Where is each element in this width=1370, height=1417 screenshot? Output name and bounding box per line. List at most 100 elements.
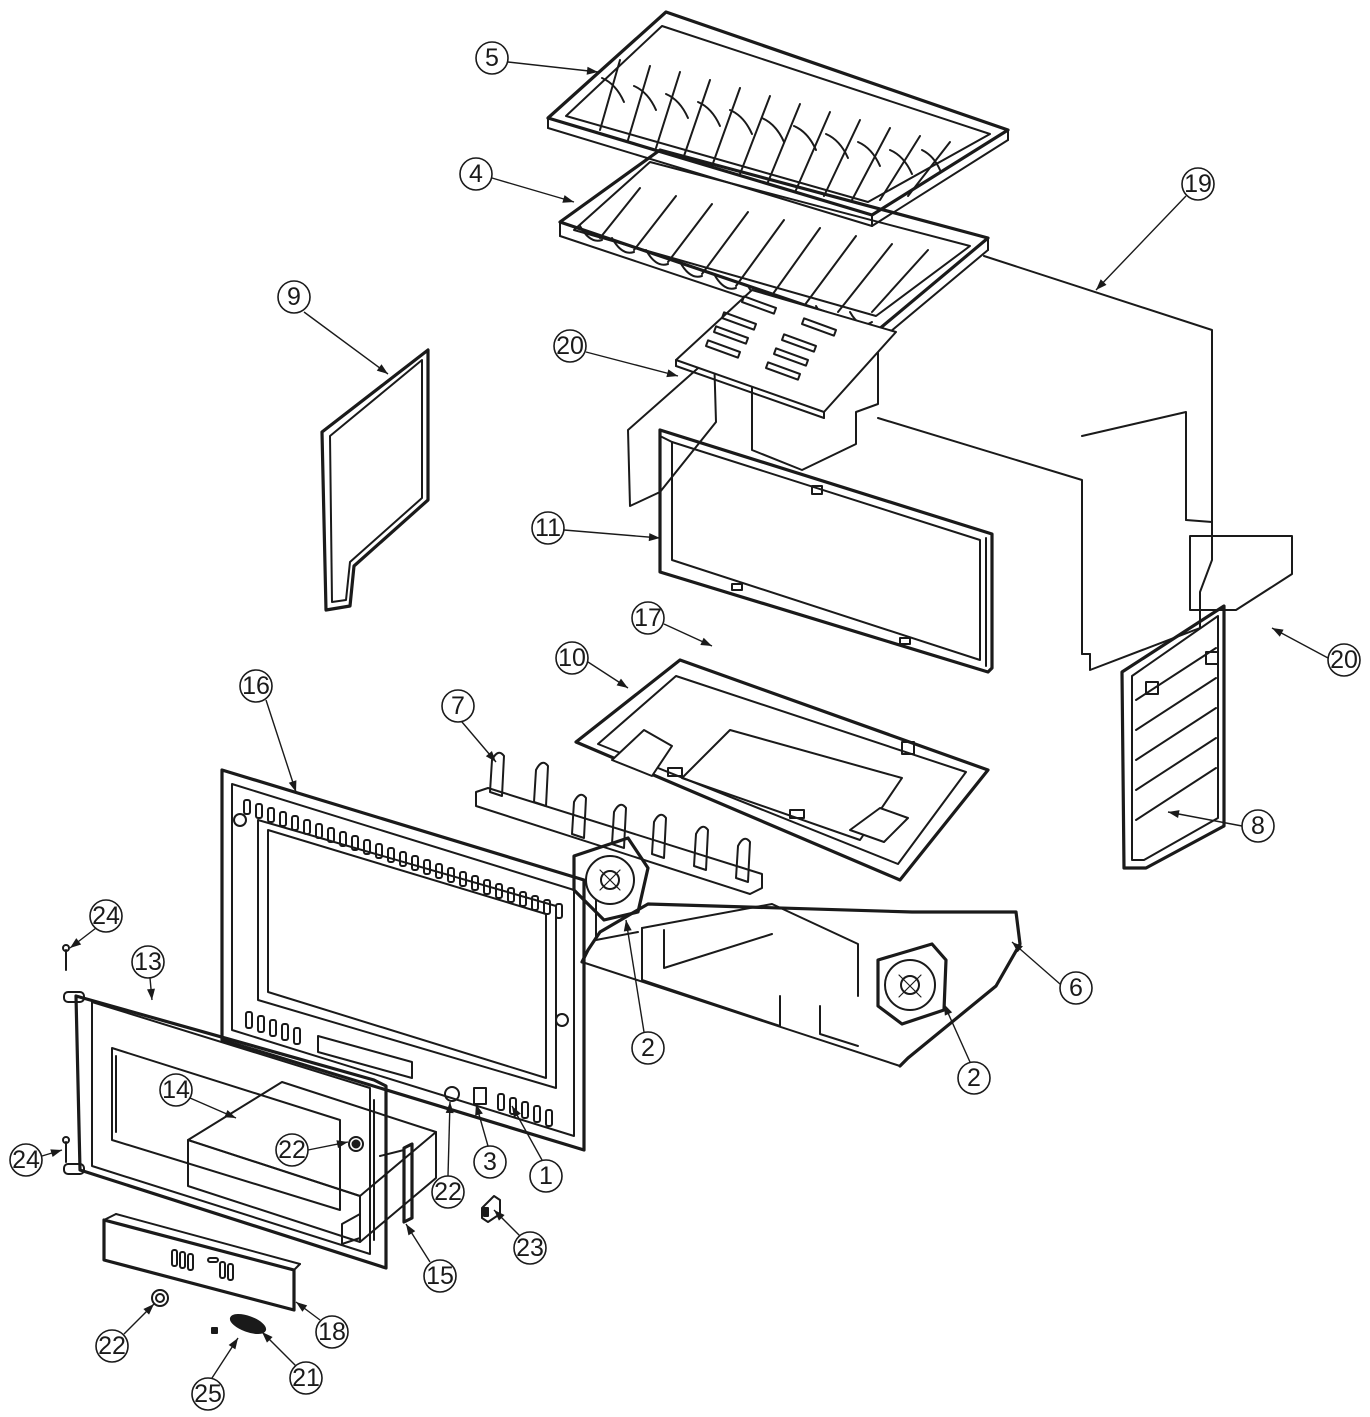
svg-text:2: 2 bbox=[967, 1064, 981, 1092]
leader-18-arrowhead bbox=[296, 1302, 308, 1312]
leader-4 bbox=[491, 177, 575, 203]
part-25-screw bbox=[211, 1327, 218, 1334]
callout-20-right: 20 bbox=[1327, 643, 1361, 677]
part-9-side-panel bbox=[320, 348, 430, 612]
svg-text:6: 6 bbox=[1069, 974, 1083, 1002]
leader-2r-arrowhead bbox=[944, 1004, 953, 1016]
leader-8 bbox=[1167, 811, 1243, 827]
leader-22f-arrowhead bbox=[445, 1102, 454, 1114]
part-4-element-tray bbox=[558, 148, 990, 343]
callout-24-top: 24 bbox=[89, 899, 123, 933]
leader-10-arrowhead bbox=[616, 678, 628, 688]
svg-text:2: 2 bbox=[641, 1034, 655, 1062]
leader-3-arrowhead bbox=[475, 1104, 483, 1116]
svg-text:18: 18 bbox=[318, 1318, 346, 1346]
part-16-front-frame bbox=[220, 768, 586, 1152]
callout-7: 7 bbox=[441, 689, 475, 723]
svg-text:10: 10 bbox=[558, 644, 586, 672]
leader-19 bbox=[1095, 195, 1187, 291]
callout-4: 4 bbox=[459, 157, 493, 191]
leader-11-arrowhead bbox=[648, 533, 660, 542]
part-24-pin-bottom bbox=[62, 1136, 70, 1163]
callout-2-left: 2 bbox=[631, 1031, 665, 1065]
leader-22f bbox=[447, 1101, 451, 1177]
part-17-vent-cover bbox=[675, 289, 897, 419]
leader-23-arrowhead bbox=[494, 1210, 505, 1221]
callout-22-frame: 22 bbox=[431, 1175, 465, 1209]
callout-19: 19 bbox=[1181, 167, 1215, 201]
leader-22d-arrowhead bbox=[336, 1140, 348, 1149]
svg-text:7: 7 bbox=[451, 692, 465, 720]
svg-text:1: 1 bbox=[539, 1162, 553, 1190]
callout-9: 9 bbox=[277, 280, 311, 314]
leader-5 bbox=[507, 61, 599, 73]
leader-25-arrowhead bbox=[228, 1338, 238, 1350]
svg-text:20: 20 bbox=[556, 332, 584, 360]
part-23-switch bbox=[481, 1195, 501, 1223]
leader-14-arrowhead bbox=[224, 1109, 236, 1118]
leader-20 bbox=[585, 351, 679, 377]
leader-5-arrowhead bbox=[586, 66, 598, 75]
part-7-rack bbox=[475, 751, 763, 895]
svg-text:23: 23 bbox=[516, 1234, 544, 1262]
part-2-fan-right bbox=[876, 942, 948, 1026]
svg-text:3: 3 bbox=[483, 1148, 497, 1176]
callout-25: 25 bbox=[191, 1377, 225, 1411]
svg-text:24: 24 bbox=[92, 902, 120, 930]
callout-3: 3 bbox=[473, 1145, 507, 1179]
callout-22-panel: 22 bbox=[95, 1329, 129, 1363]
callout-23: 23 bbox=[513, 1231, 547, 1265]
callout-17: 17 bbox=[631, 601, 665, 635]
callout-layer: 5 4 19 9 20 11 17 10 7 20 16 8 6 24 13 2… bbox=[9, 41, 1361, 1411]
part-5-top-grille bbox=[546, 10, 1010, 227]
part-11-rear-panel bbox=[658, 428, 994, 674]
callout-16: 16 bbox=[239, 669, 273, 703]
callout-22-door: 22 bbox=[275, 1133, 309, 1167]
leader-11 bbox=[563, 529, 661, 539]
svg-text:8: 8 bbox=[1251, 812, 1265, 840]
callout-1: 1 bbox=[529, 1159, 563, 1193]
part-15-handle bbox=[379, 1142, 414, 1224]
callout-5: 5 bbox=[475, 41, 509, 75]
leader-1-arrowhead bbox=[512, 1106, 521, 1118]
leader-17-arrowhead bbox=[700, 637, 712, 646]
svg-text:17: 17 bbox=[634, 604, 662, 632]
svg-text:22: 22 bbox=[98, 1332, 126, 1360]
leader-2l bbox=[625, 919, 645, 1033]
callout-24-bottom: 24 bbox=[9, 1143, 43, 1177]
svg-text:9: 9 bbox=[287, 283, 301, 311]
svg-text:5: 5 bbox=[485, 44, 499, 72]
part-24-pin-top bbox=[62, 944, 70, 971]
leader-16-arrowhead bbox=[288, 780, 297, 792]
leader-20r-arrowhead bbox=[1272, 628, 1284, 637]
leader-lines bbox=[41, 61, 1329, 1379]
leader-9-arrowhead bbox=[376, 364, 388, 374]
part-14-crumb-drawer bbox=[187, 1081, 437, 1245]
callout-2-right: 2 bbox=[957, 1061, 991, 1095]
part-10-crumb-tray bbox=[574, 658, 990, 882]
svg-text:16: 16 bbox=[242, 672, 270, 700]
part-8-side-louvre-panel bbox=[1120, 604, 1226, 870]
leader-6-arrowhead bbox=[1012, 942, 1023, 953]
leader-19-arrowhead bbox=[1096, 279, 1107, 290]
part-13-door bbox=[63, 991, 388, 1270]
svg-text:4: 4 bbox=[469, 160, 483, 188]
leader-9 bbox=[303, 311, 389, 375]
callout-13: 13 bbox=[131, 945, 165, 979]
callout-18: 18 bbox=[315, 1315, 349, 1349]
part-21-indicator bbox=[229, 1313, 267, 1335]
callout-6: 6 bbox=[1059, 971, 1093, 1005]
leader-20-arrowhead bbox=[666, 369, 678, 378]
callout-15: 15 bbox=[423, 1259, 457, 1293]
callout-10: 10 bbox=[555, 641, 589, 675]
leader-24t-arrowhead bbox=[70, 938, 82, 948]
svg-text:11: 11 bbox=[535, 514, 561, 542]
svg-text:15: 15 bbox=[426, 1262, 454, 1290]
part-22-knob-panel bbox=[151, 1289, 169, 1307]
svg-text:22: 22 bbox=[434, 1178, 462, 1206]
callout-21: 21 bbox=[289, 1361, 323, 1395]
svg-text:14: 14 bbox=[162, 1076, 190, 1104]
leader-21-arrowhead bbox=[262, 1332, 273, 1343]
